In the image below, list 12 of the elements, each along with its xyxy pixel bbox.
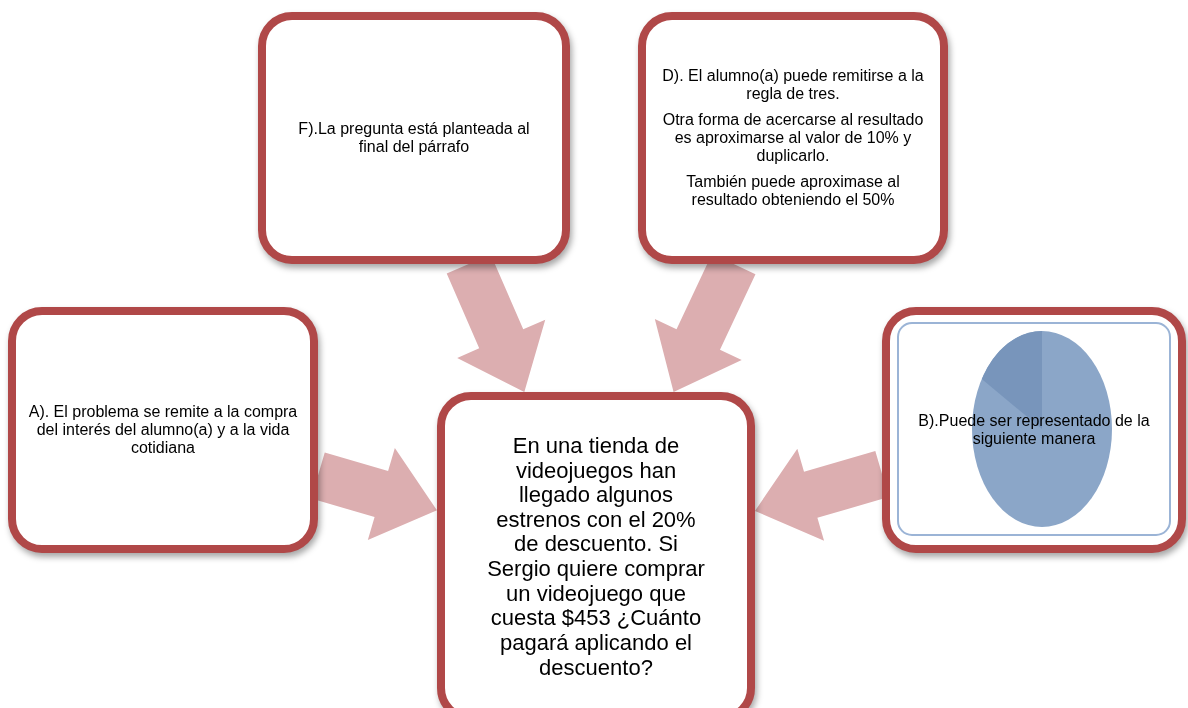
rounded-box — [437, 392, 755, 708]
rounded-box — [882, 307, 1186, 553]
note-text: B).Puede ser representado de la siguiente manera — [917, 412, 1151, 448]
rounded-box — [8, 307, 318, 553]
note-text: D). El alumno(a) puede remitirse a la regla de tres. — [661, 67, 925, 104]
problem-text: En una tienda de videojuegos han llegado algunos estrenos con el 20% de descuento. Si Sergio quiere comprar un videojuego que cuesta $453 ¿Cuánto pagará aplicando el descuento? — [486, 433, 706, 681]
rounded-box — [638, 12, 948, 264]
rounded-box — [258, 12, 570, 264]
note-text: Otra forma de acercarse al resultado es aproximarse al valor de 10% y duplicarlo. — [661, 111, 925, 165]
note-text: También puede aproximase al resultado obteniendo el 50% — [685, 172, 901, 209]
note-text: A). El problema se remite a la compra del interés del alumno(a) y a la vida cotidiana — [27, 403, 299, 457]
note-text: F).La pregunta está planteada al final del párrafo — [297, 120, 531, 156]
